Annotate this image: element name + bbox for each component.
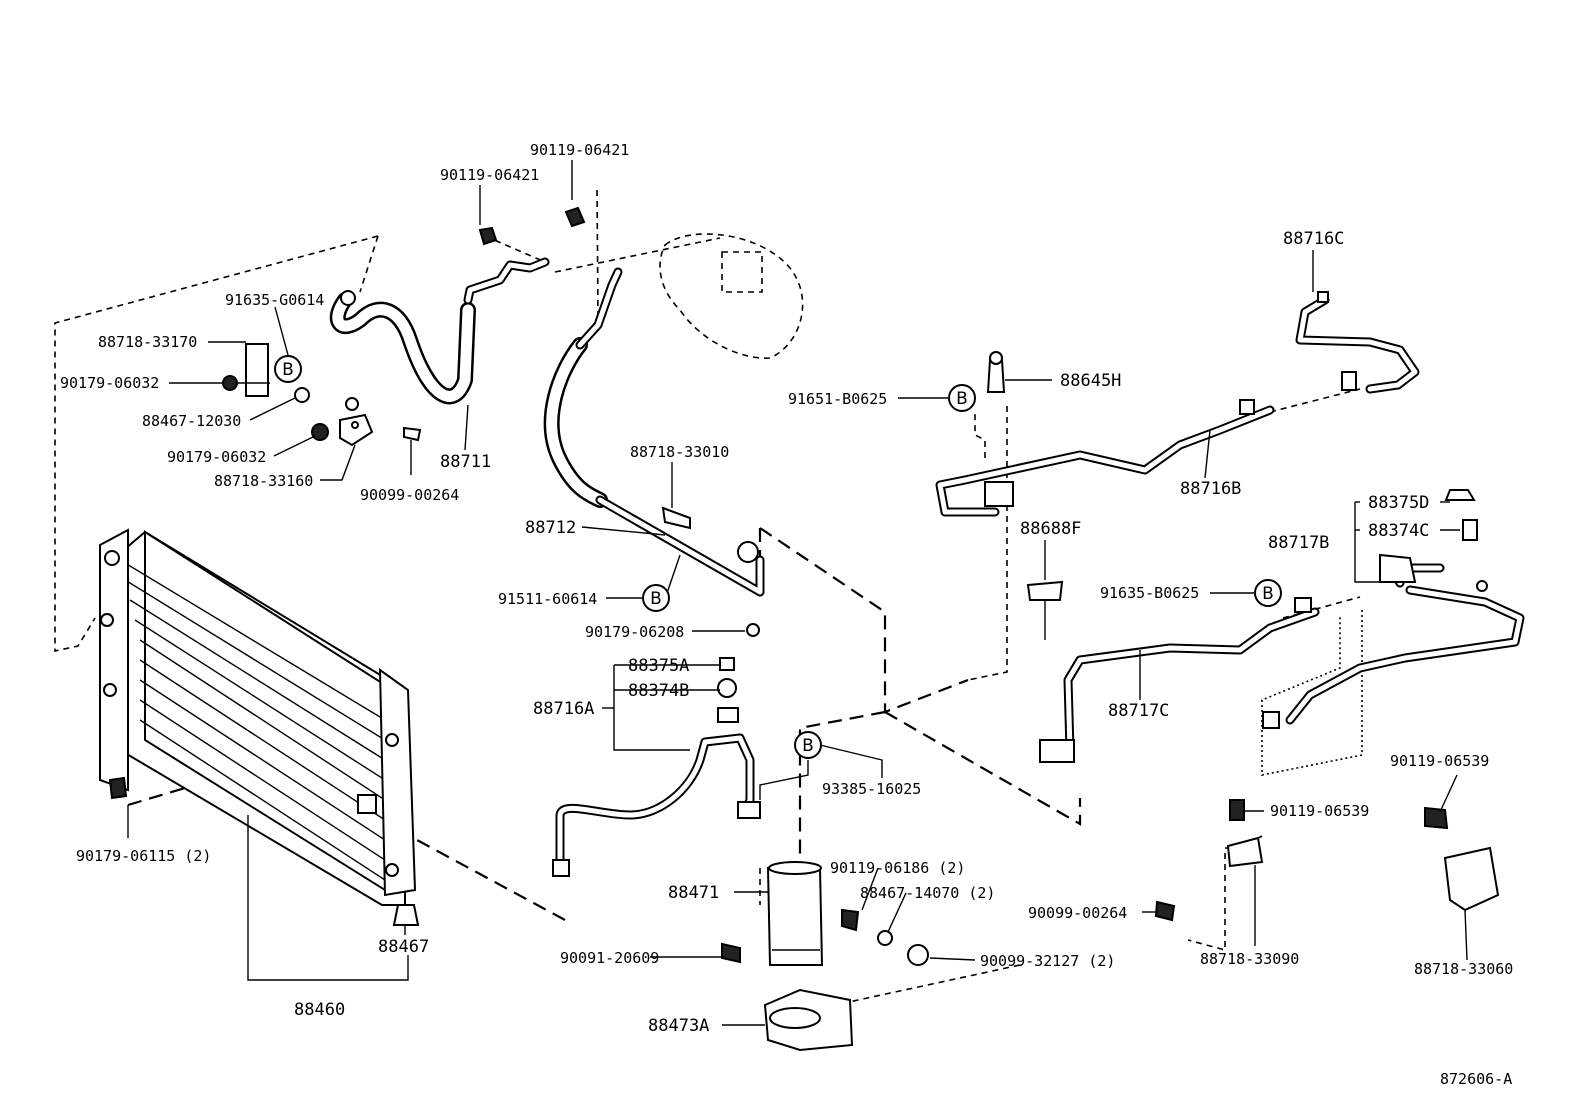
label-93385-16025: 93385-16025 xyxy=(822,780,921,798)
label-90091-20609: 90091-20609 xyxy=(560,949,659,967)
label-90179-06115: 90179-06115 (2) xyxy=(76,847,211,865)
label-90119-06186: 90119-06186 (2) xyxy=(830,859,965,877)
label-90099-00264-b: 90099-00264 xyxy=(1028,904,1127,922)
svg-text:B: B xyxy=(956,389,968,409)
balloon-b-2: B xyxy=(948,384,976,412)
svg-text:B: B xyxy=(282,360,294,380)
label-91635-G0614: 91635-G0614 xyxy=(225,291,324,309)
reference-balloons: B B B B B xyxy=(274,355,1282,759)
label-88712: 88712 xyxy=(525,518,576,538)
hose-88711 xyxy=(329,257,550,405)
leader-lines xyxy=(127,160,1468,1026)
label-88718-33160: 88718-33160 xyxy=(214,472,313,490)
hose-88712 xyxy=(543,267,765,597)
label-90119-06421-b: 90119-06421 xyxy=(440,166,539,184)
label-88471: 88471 xyxy=(668,883,719,903)
label-90179-06032-a: 90179-06032 xyxy=(60,374,159,392)
svg-text:B: B xyxy=(802,736,814,756)
label-88688F: 88688F xyxy=(1020,519,1081,539)
balloon-b-1: B xyxy=(274,355,302,383)
label-88718-33010: 88718-33010 xyxy=(630,443,729,461)
label-88716B: 88716B xyxy=(1180,479,1241,499)
label-90179-06208: 90179-06208 xyxy=(585,623,684,641)
label-91511-60614: 91511-60614 xyxy=(498,590,597,608)
svg-text:B: B xyxy=(1262,584,1274,604)
label-88374C: 88374C xyxy=(1368,521,1429,541)
diagram-id: 872606-A xyxy=(1440,1070,1512,1088)
label-88375D: 88375D xyxy=(1368,493,1429,513)
label-88717B: 88717B xyxy=(1268,533,1329,553)
label-88467-12030: 88467-12030 xyxy=(142,412,241,430)
hardware-parts xyxy=(108,206,1500,1052)
label-91651-B0625: 91651-B0625 xyxy=(788,390,887,408)
label-90119-06539-b: 90119-06539 xyxy=(1270,802,1369,820)
part-labels: 90119-06421 90119-06421 91635-G0614 8871… xyxy=(60,141,1513,1088)
label-91635-B0625: 91635-B0625 xyxy=(1100,584,1199,602)
pipe-88716A xyxy=(555,733,755,875)
label-88473A: 88473A xyxy=(648,1016,709,1036)
label-90099-32127: 90099-32127 (2) xyxy=(980,952,1115,970)
label-88467: 88467 xyxy=(378,937,429,957)
pipe-88717C xyxy=(1063,607,1320,755)
label-88716A: 88716A xyxy=(533,699,594,719)
label-88375A: 88375A xyxy=(628,656,689,676)
label-88711: 88711 xyxy=(440,452,491,472)
label-90119-06539-a: 90119-06539 xyxy=(1390,752,1489,770)
label-88717C: 88717C xyxy=(1108,701,1169,721)
label-88467-14070: 88467-14070 (2) xyxy=(860,884,995,902)
label-88645H: 88645H xyxy=(1060,371,1121,391)
balloon-b-3: B xyxy=(642,584,670,612)
label-88460: 88460 xyxy=(294,1000,345,1020)
label-90179-06032-b: 90179-06032 xyxy=(167,448,266,466)
pipe-88716C xyxy=(1295,295,1420,394)
label-88716C: 88716C xyxy=(1283,229,1344,249)
balloon-b-4: B xyxy=(1254,579,1282,607)
compressor-outline xyxy=(659,233,804,359)
label-88718-33060: 88718-33060 xyxy=(1414,960,1513,978)
label-90099-00264-a: 90099-00264 xyxy=(360,486,459,504)
label-90119-06421-a: 90119-06421 xyxy=(530,141,629,159)
label-88718-33090: 88718-33090 xyxy=(1200,950,1299,968)
svg-text:B: B xyxy=(650,589,662,609)
pipe-88716B xyxy=(935,405,1275,517)
label-88374B: 88374B xyxy=(628,681,689,701)
label-88718-33170: 88718-33170 xyxy=(98,333,197,351)
balloon-b-5: B xyxy=(794,731,822,759)
